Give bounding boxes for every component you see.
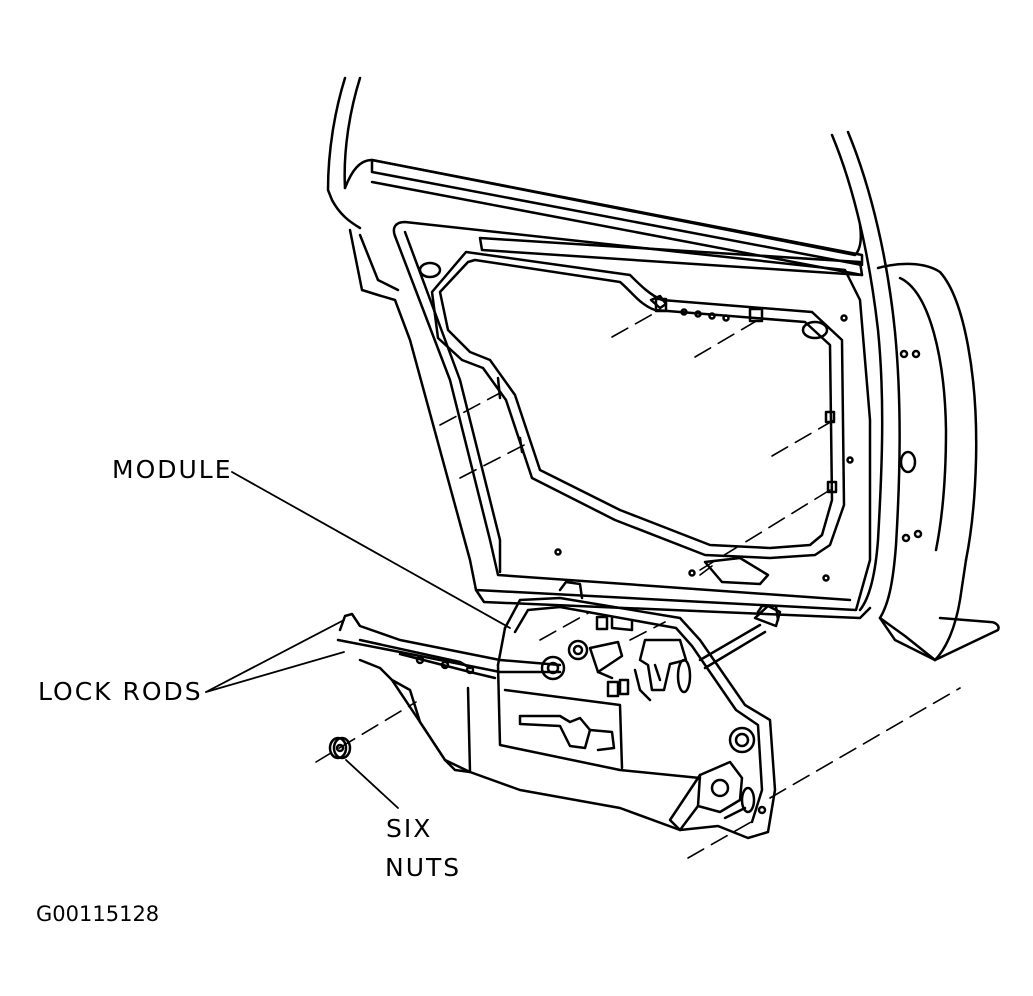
- six-nuts-leader: [345, 759, 399, 809]
- door-end-panel: [876, 262, 1000, 662]
- removal-guide-lines: [315, 309, 961, 859]
- door-frame: [326, 76, 901, 620]
- figure-id: G00115128: [36, 902, 160, 926]
- six-nuts-label-line1: SIX: [386, 814, 433, 843]
- lock-rods: [336, 604, 782, 680]
- module-leader: [231, 471, 511, 629]
- nut: [328, 736, 352, 760]
- lock-rods-leader-1: [205, 619, 345, 693]
- leader-lines: [205, 471, 511, 809]
- inner-door-panel: [348, 220, 872, 612]
- regulator-module: [358, 596, 777, 840]
- module-label: MODULE: [112, 455, 233, 484]
- module-opening: [430, 236, 864, 586]
- six-nuts-label-line2: NUTS: [385, 853, 462, 882]
- lock-rods-leader-2: [205, 651, 345, 693]
- lock-rods-label: LOCK RODS: [38, 677, 203, 706]
